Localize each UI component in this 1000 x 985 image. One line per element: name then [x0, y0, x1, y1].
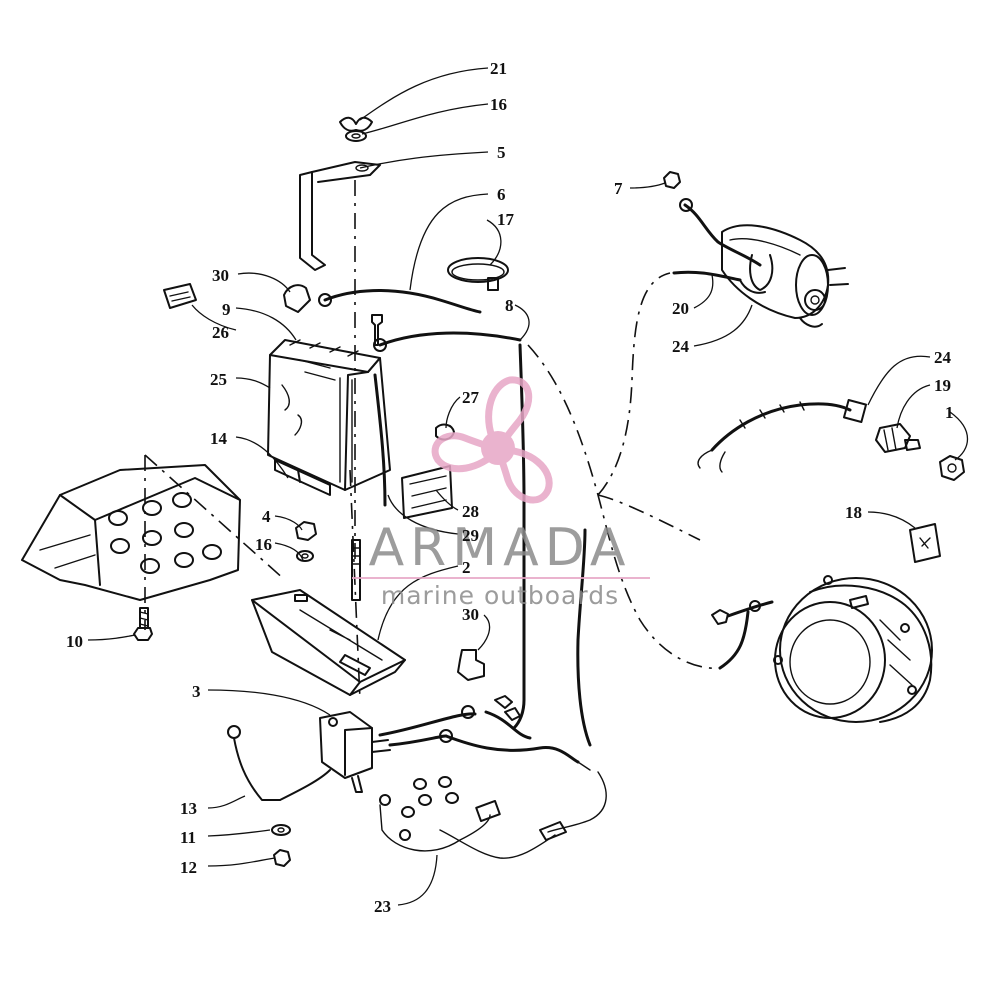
callout-20: 20 — [672, 299, 689, 318]
battery-tray-2 — [251, 589, 406, 696]
callout-16: 16 — [255, 535, 272, 554]
callout-9: 9 — [222, 300, 231, 319]
callout-2: 2 — [462, 558, 471, 577]
cables-6-8 — [318, 289, 522, 352]
callout-28: 28 — [462, 502, 479, 521]
callout-numbers: 21 16 5 6 17 30 9 26 8 25 27 14 28 29 4 … — [66, 59, 954, 916]
nut-12 — [273, 849, 291, 867]
bolt-10 — [133, 607, 153, 641]
callout-10: 10 — [66, 632, 83, 651]
starter-20 — [672, 198, 849, 328]
nut-1 — [939, 455, 965, 481]
callout-18: 18 — [845, 503, 862, 522]
callout-24: 24 — [672, 337, 690, 356]
harness-24 — [697, 398, 868, 473]
callout-27: 27 — [462, 388, 480, 407]
callout-12: 12 — [180, 858, 197, 877]
callout-26: 26 — [212, 323, 229, 342]
callout-7: 7 — [614, 179, 623, 198]
battery-25 — [267, 339, 391, 491]
cap-26 — [163, 283, 197, 309]
wing-nut-21 — [339, 116, 373, 132]
callout-5: 5 — [497, 143, 506, 162]
terminal-boot-30-top — [283, 284, 311, 313]
harness-23 — [378, 695, 607, 859]
callout-6: 6 — [497, 185, 506, 204]
terminal-boot-30-bottom — [457, 649, 485, 681]
clamp-17 — [447, 257, 509, 291]
magneto-cover — [711, 575, 933, 723]
watermark-title: ARMADA — [369, 518, 632, 578]
propeller-logo-icon — [431, 376, 553, 504]
relay-3 — [319, 711, 391, 793]
callout-3: 3 — [192, 682, 201, 701]
switch-19 — [875, 423, 921, 453]
skid-plate — [21, 464, 241, 601]
callout-16: 16 — [490, 95, 507, 114]
callout-1: 1 — [945, 403, 954, 422]
callout-4: 4 — [262, 507, 271, 526]
washer-16-mid — [296, 550, 314, 562]
callout-30: 30 — [462, 605, 479, 624]
leader-lines — [87, 67, 968, 906]
bracket-5 — [299, 161, 381, 271]
callout-19: 19 — [934, 376, 951, 395]
callout-21: 21 — [490, 59, 507, 78]
decal-18 — [909, 523, 941, 563]
routing-lines — [144, 180, 721, 701]
rod-13 — [227, 725, 331, 801]
callout-29: 29 — [462, 526, 479, 545]
battery-strap-14 — [274, 459, 331, 496]
stud — [351, 539, 361, 601]
watermark: ARMADA marine outboards — [352, 376, 650, 610]
callout-8: 8 — [505, 296, 514, 315]
nut-7 — [663, 171, 681, 189]
callout-24: 24 — [934, 348, 952, 367]
callout-30: 30 — [212, 266, 229, 285]
nut-4 — [295, 521, 317, 541]
washer-16-top — [345, 130, 367, 142]
callout-23: 23 — [374, 897, 391, 916]
callout-25: 25 — [210, 370, 227, 389]
callout-17: 17 — [497, 210, 515, 229]
bolt-battery — [371, 314, 383, 346]
callout-13: 13 — [180, 799, 197, 818]
pad-28 — [401, 465, 453, 519]
washer-11 — [271, 824, 291, 836]
watermark-subtitle: marine outboards — [381, 581, 619, 610]
callout-14: 14 — [210, 429, 228, 448]
callout-11: 11 — [180, 828, 196, 847]
